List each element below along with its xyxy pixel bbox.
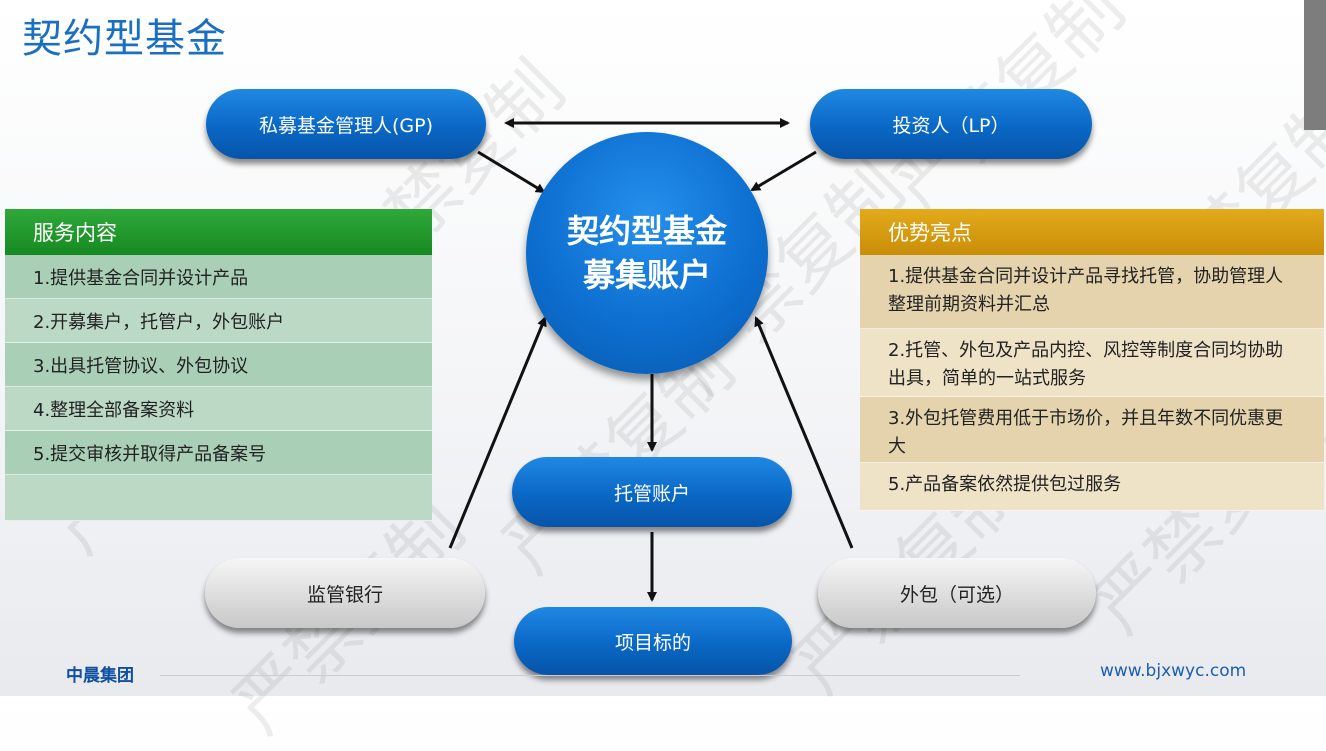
advantages-item: 2.托管、外包及产品内控、风控等制度合同均协助出具，简单的一站式服务 [860, 329, 1324, 397]
gp-node: 私募基金管理人(GP) [206, 89, 486, 159]
advantages-heading: 优势亮点 [860, 209, 1324, 255]
services-item: 2.开募集户，托管户，外包账户 [5, 299, 432, 343]
arrow-outsource-center [754, 316, 854, 549]
bank-label: 监管银行 [306, 583, 383, 606]
corner-tab [1304, 0, 1326, 130]
advantages-list: 1.提供基金合同并设计产品寻找托管，协助管理人整理前期资料并汇总 2.托管、外包… [860, 255, 1324, 511]
supervising-bank-node: 监管银行 [205, 558, 485, 628]
website-link[interactable]: www.bjxwyc.com [1100, 661, 1247, 681]
fund-raising-account-node: 契约型基金 募集账户 [526, 132, 768, 374]
services-empty-row [5, 475, 432, 521]
custody-label: 托管账户 [613, 482, 690, 505]
advantages-item: 5.产品备案依然提供包过服务 [860, 463, 1324, 511]
services-panel: 服务内容 1.提供基金合同并设计产品 2.开募集户，托管户，外包账户 3.出具托… [5, 209, 432, 521]
center-title-line2: 募集账户 [582, 256, 711, 294]
arrow-gp-center [477, 150, 546, 194]
connector-arrows [448, 118, 854, 602]
gp-label: 私募基金管理人(GP) [258, 114, 433, 137]
page-title: 契约型基金 [22, 16, 227, 62]
services-item: 5.提交审核并取得产品备案号 [5, 431, 432, 475]
custody-account-node: 托管账户 [512, 457, 792, 527]
arrow-lp-center [750, 150, 817, 192]
services-heading: 服务内容 [5, 209, 432, 255]
target-label: 项目标的 [614, 631, 691, 654]
company-name: 中晨集团 [66, 666, 134, 686]
outsource-label: 外包（可选） [899, 583, 1014, 606]
lp-node: 投资人（LP） [810, 89, 1092, 159]
services-item: 1.提供基金合同并设计产品 [5, 255, 432, 299]
services-item: 3.出具托管协议、外包协议 [5, 343, 432, 387]
advantages-item: 1.提供基金合同并设计产品寻找托管，协助管理人整理前期资料并汇总 [860, 255, 1324, 329]
services-list: 1.提供基金合同并设计产品 2.开募集户，托管户，外包账户 3.出具托管协议、外… [5, 255, 432, 521]
footer-divider [160, 675, 1020, 676]
advantages-item: 3.外包托管费用低于市场价，并且年数不同优惠更大 [860, 397, 1324, 463]
project-target-node: 项目标的 [514, 607, 792, 675]
center-title-line1: 契约型基金 [566, 212, 727, 250]
lp-label: 投资人（LP） [892, 114, 1010, 137]
services-item: 4.整理全部备案资料 [5, 387, 432, 431]
outsourcing-node: 外包（可选） [818, 558, 1096, 628]
advantages-panel: 优势亮点 1.提供基金合同并设计产品寻找托管，协助管理人整理前期资料并汇总 2.… [860, 209, 1324, 511]
arrow-bank-center [448, 316, 547, 549]
